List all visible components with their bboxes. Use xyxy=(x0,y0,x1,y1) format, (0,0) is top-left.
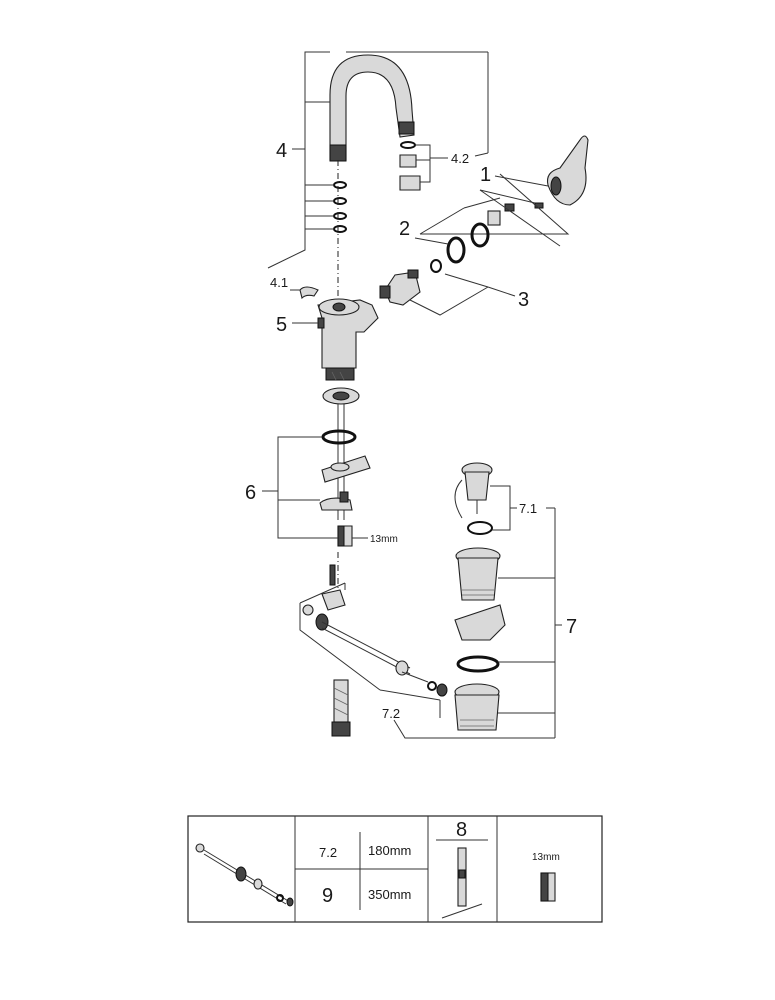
callout-7-2-bracket xyxy=(299,582,555,739)
table-nut-drawing xyxy=(540,872,556,902)
callout-label-2: 2 xyxy=(399,218,410,240)
callout-label-7-1: 7.1 xyxy=(519,501,537,516)
cartridge-rings xyxy=(430,222,490,273)
table-nut-size: 13mm xyxy=(532,852,560,863)
mounting-set xyxy=(319,404,371,547)
callout-6-bracket xyxy=(262,436,368,539)
callout-label-6: 6 xyxy=(245,482,256,504)
callout-label-4-1: 4.1 xyxy=(270,275,288,290)
table-row2-length: 350mm xyxy=(368,887,411,902)
callout-label-3: 3 xyxy=(518,289,529,311)
table-tool-drawing xyxy=(441,847,483,919)
table-row1-length: 180mm xyxy=(368,843,411,858)
callout-label-4-2: 4.2 xyxy=(451,151,469,166)
cartridge xyxy=(379,269,421,306)
callout-3-bracket xyxy=(409,237,516,316)
pop-up-drain xyxy=(454,462,506,731)
callout-label-5: 5 xyxy=(276,314,287,336)
callout-1-plane xyxy=(419,173,570,247)
callout-4-2-bracket xyxy=(416,144,489,183)
table-row1-key: 7.2 xyxy=(319,845,337,860)
table-linkage-drawing xyxy=(195,843,294,907)
callout-7-bracket xyxy=(490,485,562,738)
pull-rod-linkage xyxy=(302,552,448,737)
spout-assembly xyxy=(329,54,421,233)
wrench-size-label: 13mm xyxy=(370,534,398,545)
spare-parts-table: 7.2 180mm 9 350mm 8 13mm xyxy=(187,815,603,923)
lever-handle xyxy=(487,135,589,226)
callout-label-4: 4 xyxy=(276,140,287,162)
callout-4-bracket xyxy=(267,51,489,269)
table-row2-key: 9 xyxy=(322,885,333,907)
callout-label-7-2: 7.2 xyxy=(382,706,400,721)
callout-label-1: 1 xyxy=(480,164,491,186)
table-tool-key: 8 xyxy=(456,819,467,841)
callout-label-7: 7 xyxy=(566,616,577,638)
mixer-body xyxy=(299,286,379,405)
